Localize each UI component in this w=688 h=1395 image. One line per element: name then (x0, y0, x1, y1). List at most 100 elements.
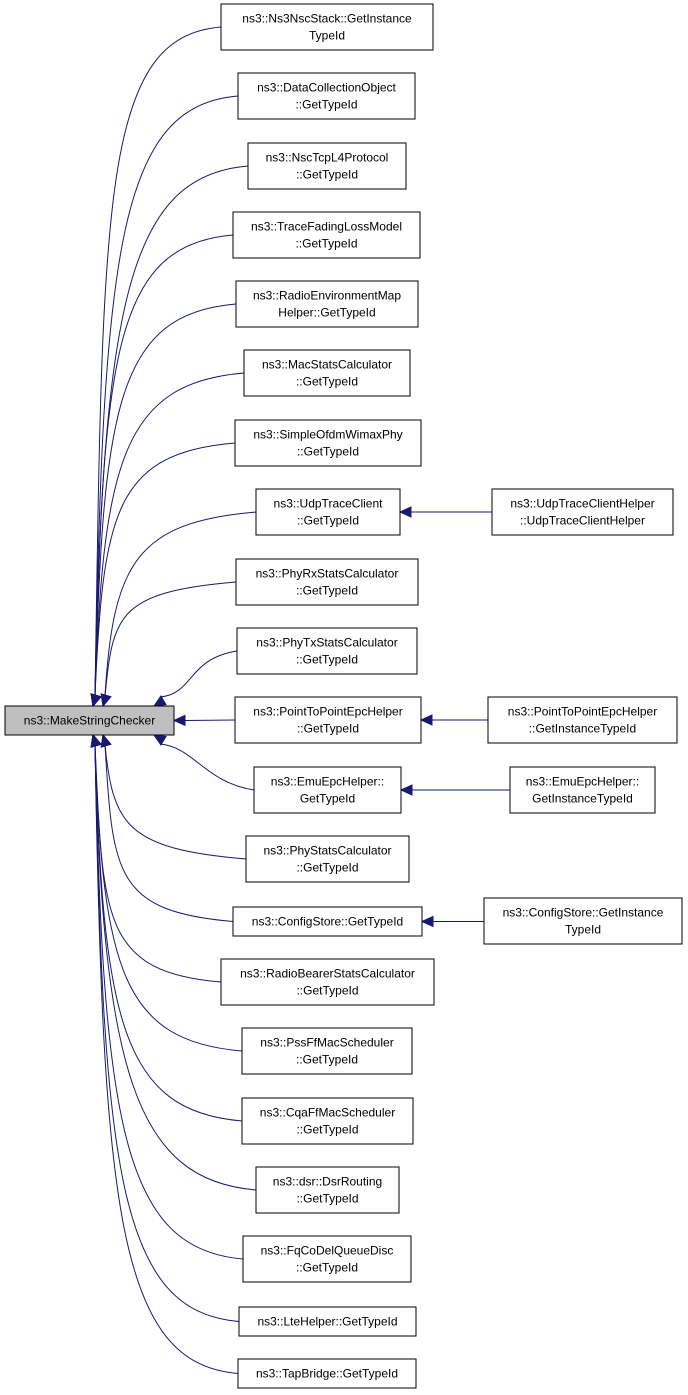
edge-n11-to-root (172, 714, 236, 727)
node-label-line: ns3::FqCoDelQueueDisc (261, 1244, 394, 1258)
caller-node-n11[interactable]: ns3::PointToPointEpcHelper::GetTypeId (234, 696, 422, 744)
arrow-head-icon (152, 734, 167, 746)
node-box (255, 488, 401, 536)
node-box (243, 349, 411, 397)
second-caller-node-m12[interactable]: ns3::EmuEpcHelper::GetInstanceTypeId (509, 766, 656, 814)
edge-line (94, 372, 245, 697)
caller-node-n17[interactable]: ns3::CqaFfMacScheduler::GetTypeId (241, 1097, 414, 1145)
node-label-line: ::GetTypeId (296, 653, 358, 667)
node-label-line: ns3::MacStatsCalculator (262, 358, 392, 372)
node-label-line: ::GetTypeId (296, 861, 358, 875)
node-label-line: ns3::CqaFfMacScheduler (260, 1106, 395, 1120)
node-box (487, 696, 678, 744)
node-label-line: GetTypeId (300, 792, 355, 806)
node-label-line: ::GetTypeId (297, 514, 359, 528)
node-label-line: ns3::dsr::DsrRouting (273, 1175, 382, 1189)
caller-node-n18[interactable]: ns3::dsr::DsrRouting::GetTypeId (255, 1166, 400, 1214)
node-label-line: ns3::PointToPointEpcHelper (253, 705, 402, 719)
root-node-make-string-checker[interactable]: ns3::MakeStringChecker (4, 705, 175, 736)
node-label-line: ns3::NscTcpL4Protocol (266, 151, 389, 165)
caller-node-n7[interactable]: ns3::SimpleOfdmWimaxPhy::GetTypeId (234, 419, 422, 467)
edge-line (94, 26, 222, 697)
node-box (236, 627, 418, 675)
caller-node-n16[interactable]: ns3::PssFfMacScheduler::GetTypeId (241, 1027, 413, 1075)
node-box (232, 211, 421, 259)
edge-line (94, 744, 240, 1322)
caller-node-n20[interactable]: ns3::LteHelper::GetTypeId (238, 1306, 417, 1337)
node-label-line: ::GetTypeId (296, 1123, 358, 1137)
caller-node-n13[interactable]: ns3::PhyStatsCalculator::GetTypeId (245, 835, 410, 883)
edge-line (94, 442, 236, 697)
node-box (237, 72, 416, 120)
caller-node-n21[interactable]: ns3::TapBridge::GetTypeId (237, 1358, 417, 1389)
node-label-line: ::GetTypeId (296, 1192, 358, 1206)
node-label-line: ns3::ConfigStore::GetInstance (503, 906, 664, 920)
edge-n20-to-root (90, 733, 240, 1322)
arrow-head-icon (152, 695, 167, 707)
node-box (509, 766, 656, 814)
node-label-line: ns3::DataCollectionObject (257, 81, 396, 95)
node-label-line: ns3::UdpTraceClient (274, 497, 384, 511)
node-label-line: ns3::ConfigStore::GetTypeId (252, 915, 403, 929)
caller-node-n9[interactable]: ns3::PhyRxStatsCalculator::GetTypeId (235, 558, 419, 606)
edge-line (94, 744, 239, 1374)
edge-line (94, 744, 243, 1052)
edge-line (94, 744, 222, 983)
caller-node-n14[interactable]: ns3::ConfigStore::GetTypeId (232, 906, 423, 937)
caller-node-n15[interactable]: ns3::RadioBearerStatsCalculator::GetType… (220, 958, 435, 1006)
node-label-line: TypeId (565, 923, 601, 937)
edge-line (104, 581, 237, 697)
node-box (483, 897, 683, 945)
node-label-line: Helper::GetTypeId (278, 306, 375, 320)
edge-line (94, 303, 237, 697)
node-box (234, 419, 422, 467)
node-label-line: ns3::PhyRxStatsCalculator (256, 567, 399, 581)
caller-node-n1[interactable]: ns3::Ns3NscStack::GetInstanceTypeId (220, 3, 434, 51)
caller-node-n8[interactable]: ns3::UdpTraceClient::GetTypeId (255, 488, 401, 536)
edge-n1-to-root (90, 26, 222, 708)
caller-node-n5[interactable]: ns3::RadioEnvironmentMapHelper::GetTypeI… (235, 280, 419, 328)
node-layer: ns3::MakeStringChecker ns3::Ns3NscStack::… (4, 3, 683, 1389)
node-box (235, 558, 419, 606)
edge-n9-to-root (100, 581, 237, 708)
arrow-head-icon (398, 506, 412, 518)
caller-node-n19[interactable]: ns3::FqCoDelQueueDisc::GetTypeId (242, 1235, 412, 1283)
node-box (241, 1027, 413, 1075)
caller-node-n2[interactable]: ns3::DataCollectionObject::GetTypeId (237, 72, 416, 120)
edge-n4-to-root (90, 234, 234, 708)
edge-n12-to-root (152, 734, 255, 791)
node-label-line: ::GetTypeId (297, 722, 359, 736)
node-box (234, 696, 422, 744)
second-caller-node-m8[interactable]: ns3::UdpTraceClientHelper::UdpTraceClien… (491, 488, 674, 536)
edge-n3-to-root (90, 165, 249, 708)
edge-n14-to-root (100, 733, 234, 922)
node-box (255, 1166, 400, 1214)
edge-line (94, 95, 239, 697)
edge-n2-to-root (90, 95, 239, 708)
edge-line (183, 719, 236, 721)
second-caller-node-m11[interactable]: ns3::PointToPointEpcHelper::GetInstanceT… (487, 696, 678, 744)
caller-node-n4[interactable]: ns3::TraceFadingLossModel::GetTypeId (232, 211, 421, 259)
edge-line (94, 744, 243, 1122)
node-label-line: ::GetTypeId (296, 584, 358, 598)
caller-node-n3[interactable]: ns3::NscTcpL4Protocol::GetTypeId (247, 142, 407, 190)
node-box (253, 766, 402, 814)
node-label-line: ns3::EmuEpcHelper:: (526, 775, 639, 789)
node-label-line: ::GetTypeId (295, 98, 357, 112)
edge-m14-to-n14 (420, 915, 484, 928)
edge-n19-to-root (90, 733, 244, 1260)
node-box (245, 835, 410, 883)
caller-node-n10[interactable]: ns3::PhyTxStatsCalculator::GetTypeId (236, 627, 418, 675)
node-label-line: ns3::RadioBearerStatsCalculator (240, 967, 415, 981)
node-label-line: ::UdpTraceClientHelper (520, 514, 645, 528)
edge-line (94, 744, 257, 1191)
caller-node-n12[interactable]: ns3::EmuEpcHelper::GetTypeId (253, 766, 402, 814)
node-box (232, 906, 423, 937)
caller-node-n6[interactable]: ns3::MacStatsCalculator::GetTypeId (243, 349, 411, 397)
node-label-line: ns3::LteHelper::GetTypeId (257, 1315, 397, 1329)
second-caller-node-m14[interactable]: ns3::ConfigStore::GetInstanceTypeId (483, 897, 683, 945)
node-label-line: ::GetInstanceTypeId (529, 722, 636, 736)
arrow-head-icon (399, 784, 413, 796)
edge-n5-to-root (90, 303, 237, 708)
